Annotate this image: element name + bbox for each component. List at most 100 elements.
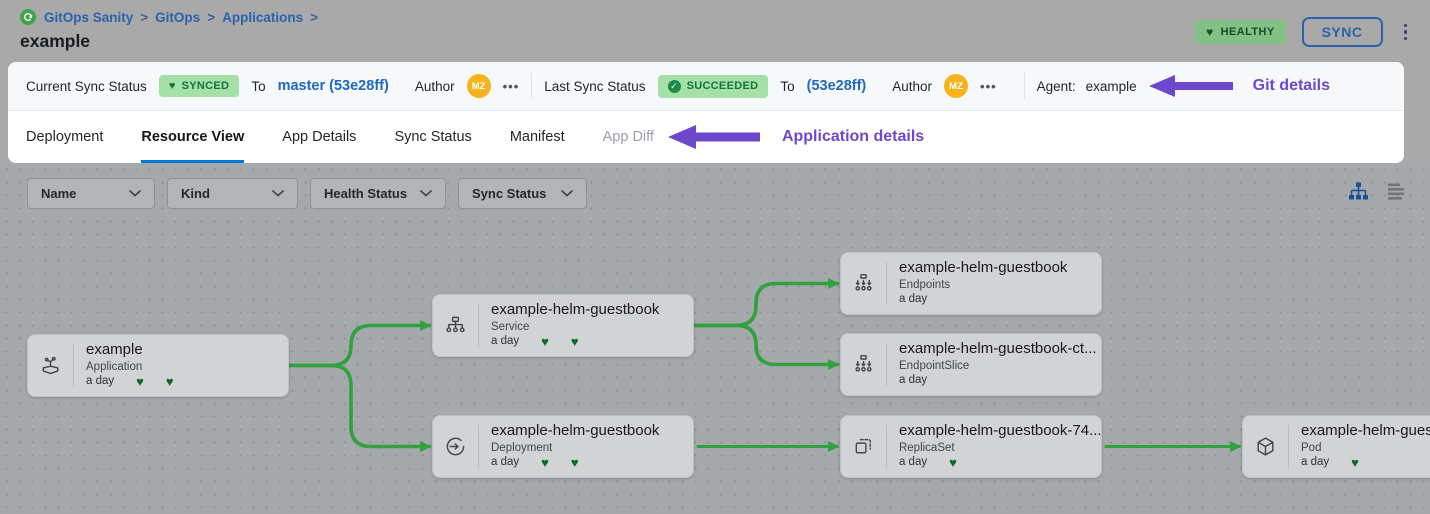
synced-badge-label: SYNCED — [181, 80, 230, 92]
chevron-down-icon — [272, 190, 284, 197]
heart-icon: ♥ — [165, 373, 174, 389]
gitops-logo-icon — [20, 9, 36, 25]
filter-bar: Name Kind Health Status Sync Status — [27, 178, 587, 209]
heart-icon: ♥ — [168, 79, 176, 92]
node-age: a day — [898, 373, 928, 386]
node-kind: Pod — [1301, 441, 1322, 454]
tree-view-icon[interactable] — [1348, 182, 1369, 201]
node-kind: EndpointSlice — [898, 359, 970, 372]
check-circle-icon: ✓ — [667, 79, 681, 93]
breadcrumb-link-gitops-sanity[interactable]: GitOps Sanity — [44, 9, 134, 25]
endpointslice-icon — [841, 334, 886, 395]
deployment-icon — [433, 416, 478, 477]
node-age: a day — [491, 335, 520, 348]
filter-sync-status[interactable]: Sync Status — [458, 178, 587, 209]
to-label: To — [780, 78, 795, 94]
application-icon — [28, 335, 73, 396]
node-divider — [886, 343, 887, 386]
tab-app-diff[interactable]: App Diff — [602, 129, 654, 145]
tab-manifest[interactable]: Manifest — [509, 129, 565, 145]
tabs: Deployment Resource View App Details Sync S… — [26, 111, 654, 163]
tab-sync-status[interactable]: Sync Status — [394, 129, 472, 145]
node-meta: a day♥ — [899, 456, 1095, 469]
heart-icon: ♥ — [949, 454, 957, 470]
filter-label: Kind — [181, 186, 210, 201]
filter-label: Name — [41, 186, 77, 201]
node-kind: Service — [491, 320, 530, 333]
divider — [1023, 73, 1025, 99]
node-kind: ReplicaSet — [898, 441, 955, 454]
more-options-menu-icon[interactable] — [1399, 21, 1413, 44]
edge-app-svc — [287, 320, 432, 368]
chevron-down-icon — [561, 190, 573, 197]
health-badge-label: HEALTHY — [1220, 26, 1275, 38]
replicaset-icon — [841, 416, 886, 477]
application-details-annotation: Application details — [781, 128, 925, 145]
node-age: a day — [1301, 456, 1330, 469]
node-divider — [1288, 425, 1289, 468]
node-divider — [478, 304, 479, 347]
node-divider — [73, 344, 74, 387]
resource-node-replicaset[interactable]: example-helm-guestbook-74... ReplicaSet a … — [840, 415, 1102, 478]
header-actions: ♥ HEALTHY SYNC — [1195, 17, 1412, 47]
heart-icon: ♥ — [570, 333, 579, 349]
edge-svc-eps — [692, 323, 840, 370]
resource-tree-canvas: Name Kind Health Status Sync Status — [0, 163, 1430, 514]
node-title: example — [86, 341, 143, 358]
node-title: example-helm-guestbook-74... — [898, 422, 1101, 439]
filter-health-status[interactable]: Health Status — [310, 178, 446, 209]
tab-resource-view[interactable]: Resource View — [141, 111, 245, 163]
breadcrumb-separator: > — [140, 9, 149, 25]
node-title: example-helm-guestbook — [491, 422, 660, 439]
current-sync-target-link[interactable]: master (53e28ff) — [277, 78, 389, 94]
annotation-arrow-left-icon — [1148, 75, 1233, 97]
node-age: a day — [899, 292, 928, 305]
breadcrumb-link-applications[interactable]: Applications — [222, 9, 304, 25]
breadcrumb-items: GitOps Sanity>GitOps>Applications> — [44, 10, 325, 25]
tab-deployment[interactable]: Deployment — [26, 129, 104, 145]
author-avatar: MZ — [466, 74, 491, 98]
edge-app-dep — [287, 363, 432, 452]
tabs-bar: Deployment Resource View App Details Sync S… — [8, 111, 1404, 163]
node-meta: a day — [899, 374, 1095, 386]
chevron-down-icon — [129, 190, 141, 197]
breadcrumb-separator: > — [207, 9, 216, 25]
last-sync-target-link[interactable]: (53e28ff) — [806, 78, 867, 94]
view-toggle — [1348, 182, 1404, 201]
agent-section: Agent: example Git details — [1023, 73, 1386, 99]
health-status-badge: ♥ HEALTHY — [1195, 20, 1286, 44]
filter-label: Health Status — [324, 186, 408, 201]
tab-app-details[interactable]: App Details — [282, 129, 357, 145]
endpoints-icon — [841, 253, 886, 314]
breadcrumb-link-gitops[interactable]: GitOps — [155, 9, 201, 25]
resource-node-endpointslice[interactable]: example-helm-guestbook-ct... EndpointSlic… — [840, 333, 1102, 396]
list-view-icon[interactable] — [1386, 183, 1404, 200]
author-avatar: MZ — [944, 74, 969, 98]
more-options-button[interactable]: ••• — [502, 78, 520, 94]
more-options-button[interactable]: ••• — [980, 78, 997, 94]
filter-name[interactable]: Name — [27, 178, 155, 209]
sync-status-bar: Current Sync Status ♥ SYNCED To master (… — [8, 62, 1404, 111]
node-kind: Endpoints — [899, 278, 951, 291]
edge-svc-ep — [692, 278, 840, 328]
node-title: example-helm-guestbook-ct... — [898, 340, 1097, 357]
node-meta: a day♥ — [1301, 456, 1430, 469]
sync-button[interactable]: SYNC — [1301, 17, 1383, 47]
filter-kind[interactable]: Kind — [167, 178, 298, 209]
succeeded-badge: ✓ SUCCEEDED — [657, 74, 769, 98]
heart-icon: ♥ — [541, 454, 549, 470]
service-icon — [433, 295, 478, 356]
heart-icon: ♥ — [1206, 25, 1214, 39]
author-label: Author — [892, 78, 933, 94]
current-sync-status-label: Current Sync Status — [26, 78, 147, 94]
succeeded-badge-label: SUCCEEDED — [686, 80, 759, 92]
node-body: example-helm-guestbook-ct... EndpointSlic… — [887, 334, 1101, 395]
node-body: example-helm-guestbook-74... ReplicaSet a … — [887, 416, 1101, 477]
